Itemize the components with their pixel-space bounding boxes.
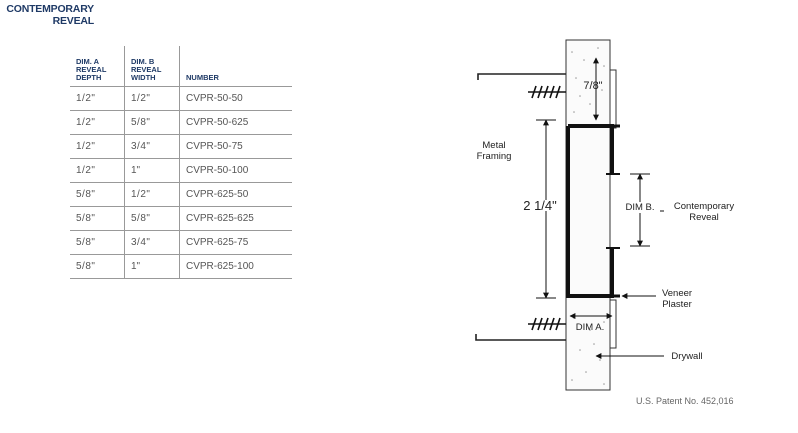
metal-stud-top xyxy=(477,73,566,80)
table-header-row: DIM. A REVEAL DEPTH DIM. B REVEAL WIDTH … xyxy=(70,46,292,87)
number-cell: CVPR-625-625 xyxy=(179,206,292,231)
table-row: 5/8"1/2"CVPR-625-50 xyxy=(70,182,292,207)
dim-b-cell: 3/4" xyxy=(124,230,180,255)
table-row: 1/2"1/2"CVPR-50-50 xyxy=(70,86,292,111)
label-drywall: Drywall xyxy=(671,351,703,362)
dim-b-cell: 1" xyxy=(124,158,180,183)
veneer-plaster-bottom xyxy=(609,299,617,349)
header-dim-a: DIM. A REVEAL DEPTH xyxy=(76,57,107,82)
number-cell: CVPR-50-50 xyxy=(179,86,292,111)
veneer-plaster-top xyxy=(609,69,617,129)
label-dim-top: 7/8" xyxy=(583,80,603,92)
dim-a-cell: 5/8" xyxy=(70,230,125,255)
dim-b-cell: 3/4" xyxy=(124,134,180,159)
patent-number: U.S. Patent No. 452,016 xyxy=(636,396,734,406)
spec-table: DIM. A REVEAL DEPTH DIM. B REVEAL WIDTH … xyxy=(70,46,292,279)
drywall-panel xyxy=(565,39,611,391)
label-veneer-plaster: Veneer Plaster xyxy=(661,288,693,310)
number-cell: CVPR-50-100 xyxy=(179,158,292,183)
screw-icon-bottom xyxy=(528,317,566,331)
dim-b-cell: 5/8" xyxy=(124,110,180,135)
metal-stud-bottom xyxy=(475,334,566,341)
dim-a-cell: 5/8" xyxy=(70,182,125,207)
table-row: 5/8"1"CVPR-625-100 xyxy=(70,254,292,279)
header-number: NUMBER xyxy=(179,46,292,87)
table-row: 1/2"5/8"CVPR-50-625 xyxy=(70,110,292,135)
label-dim-height: 2 1/4" xyxy=(518,199,562,212)
table-row: 5/8"3/4"CVPR-625-75 xyxy=(70,230,292,255)
dim-a-cell: 1/2" xyxy=(70,134,125,159)
header-dim-b: DIM. B REVEAL WIDTH xyxy=(124,46,180,87)
dim-b-cell: 1" xyxy=(124,254,180,279)
drywall-speckle xyxy=(571,47,605,385)
label-dim-a: DIM A. xyxy=(575,322,605,333)
dim-b-cell: 1/2" xyxy=(124,182,180,207)
dim-a-cell: 5/8" xyxy=(70,206,125,231)
screw-icon-top xyxy=(528,85,566,99)
table-row: 1/2"1"CVPR-50-100 xyxy=(70,158,292,183)
table-row: 1/2"3/4"CVPR-50-75 xyxy=(70,134,292,159)
dim-a-cell: 5/8" xyxy=(70,254,125,279)
dim-b-cell: 5/8" xyxy=(124,206,180,231)
label-dim-b: DIM B. xyxy=(620,202,660,213)
number-cell: CVPR-50-75 xyxy=(179,134,292,159)
page-title: CONTEMPORARY REVEAL xyxy=(6,3,94,27)
dim-a-cell: 1/2" xyxy=(70,158,125,183)
dim-b-cell: 1/2" xyxy=(124,86,180,111)
title-line-1: CONTEMPORARY xyxy=(6,3,94,15)
label-contemporary-reveal: Contemporary Reveal xyxy=(673,201,735,223)
number-cell: CVPR-625-75 xyxy=(179,230,292,255)
dim-a-cell: 1/2" xyxy=(70,110,125,135)
label-metal-framing: Metal Framing xyxy=(476,140,512,162)
number-cell: CVPR-50-625 xyxy=(179,110,292,135)
table-row: 5/8"5/8"CVPR-625-625 xyxy=(70,206,292,231)
dim-a-cell: 1/2" xyxy=(70,86,125,111)
title-line-2: REVEAL xyxy=(52,15,95,27)
number-cell: CVPR-625-100 xyxy=(179,254,292,279)
number-cell: CVPR-625-50 xyxy=(179,182,292,207)
